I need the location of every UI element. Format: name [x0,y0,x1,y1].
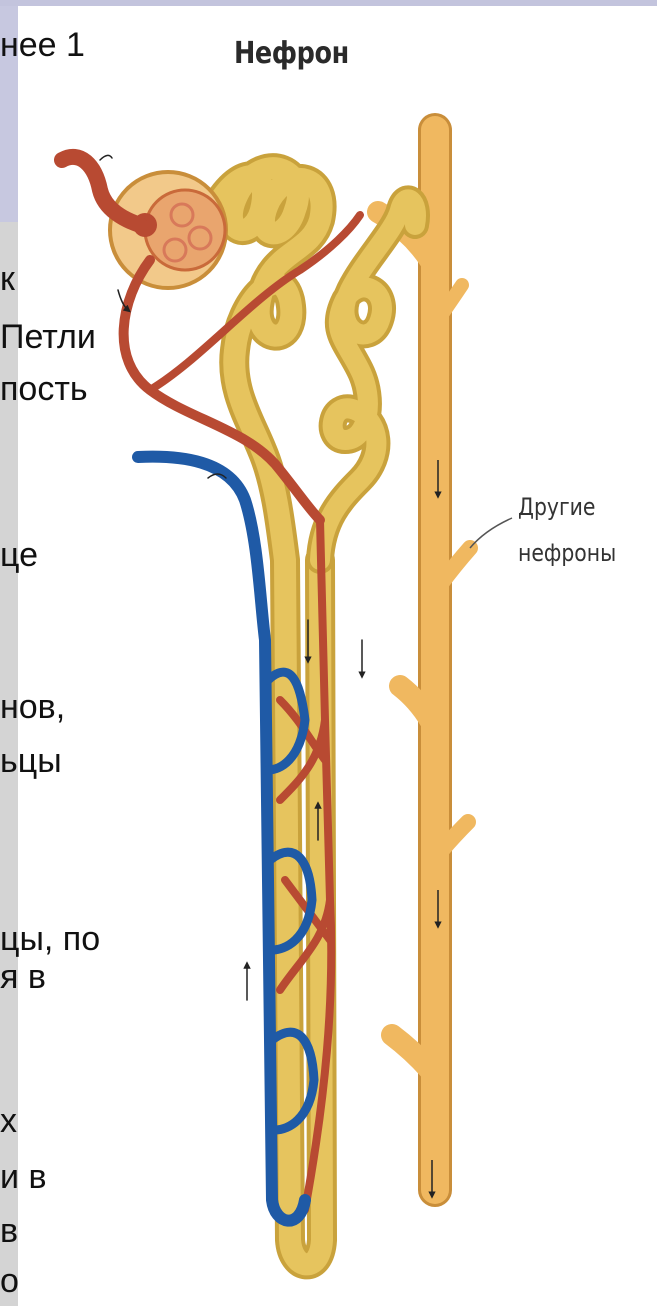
slide-text-fragment: цы, по [0,920,100,958]
callout-label-line2: нефроны [518,538,616,568]
callout-label-line1: Другие [518,492,595,522]
glomerulus [110,172,226,288]
slide-text-fragment: нов, [0,688,65,726]
slide-text-fragment: пость [0,370,88,408]
diagram-title: Нефрон [234,36,349,71]
slide-text-fragment: х [0,1102,17,1140]
slide-text-fragment: ьцы [0,742,62,780]
collecting-duct [378,130,470,1195]
slide-text-fragment: це [0,536,38,574]
slide-text-fragment: к [0,260,15,298]
slide-text-fragment: о [0,1262,19,1300]
slide-text-fragment: в [0,1212,18,1250]
slide-text-fragment: нее 1 [0,26,85,64]
slide-text-fragment: я в [0,958,46,996]
slide-text-fragment: Петли [0,318,96,356]
slide-text-fragment: и в [0,1158,47,1196]
